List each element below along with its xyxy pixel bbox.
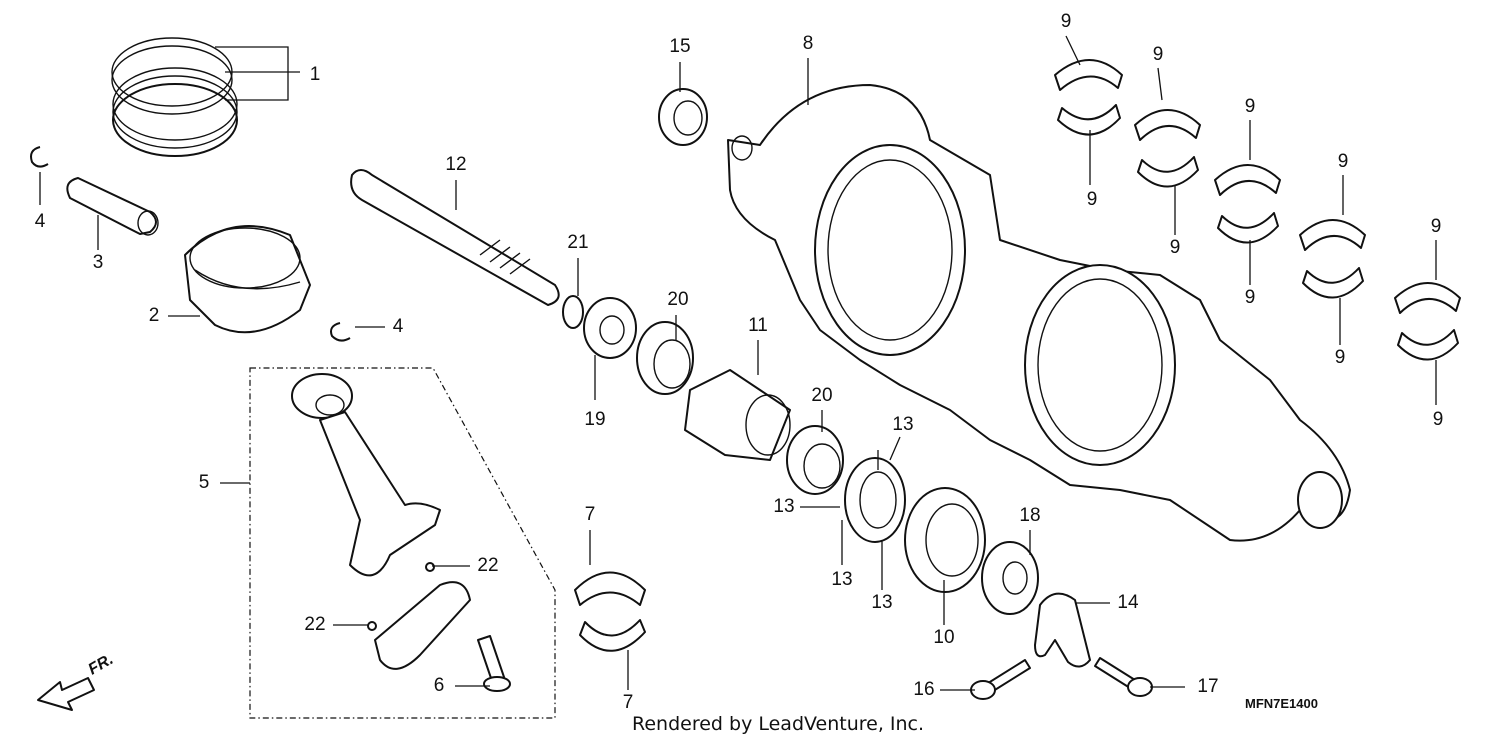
primary-shaft <box>350 169 560 306</box>
callout-9d: 9 <box>1170 237 1181 258</box>
front-direction-label: FR. <box>86 651 117 679</box>
callout-9f: 9 <box>1245 287 1256 308</box>
connecting-rod-bearings <box>574 571 646 652</box>
callout-labels: 1 2 3 4 4 5 6 7 7 8 9 9 9 9 9 9 9 9 9 9 … <box>35 11 1444 713</box>
callout-9b: 9 <box>1087 189 1098 210</box>
piston-rings <box>111 37 238 157</box>
diagram-code: MFN7E1400 <box>1245 696 1318 711</box>
sprocket-hub <box>684 369 791 461</box>
needle-bearing-upper <box>636 321 694 395</box>
needle-bearing-lower <box>786 425 844 495</box>
callout-21: 21 <box>567 232 588 253</box>
callout-9g: 9 <box>1338 151 1349 172</box>
callout-7a: 7 <box>585 504 596 525</box>
callout-9i: 9 <box>1431 216 1442 237</box>
piston-pin-clip-left <box>30 146 49 168</box>
callout-20b: 20 <box>811 385 832 406</box>
bolt-17 <box>1094 657 1153 697</box>
callout-16: 16 <box>913 679 934 700</box>
front-direction-arrow: FR. <box>37 651 117 711</box>
leader-lines <box>39 35 1437 691</box>
bearing-cage <box>844 457 906 543</box>
callout-9h: 9 <box>1335 347 1346 368</box>
thrust-washer <box>583 297 637 359</box>
callout-19: 19 <box>584 409 605 430</box>
bolt-16 <box>970 659 1031 700</box>
callout-8: 8 <box>803 33 814 54</box>
callout-13a: 13 <box>892 414 913 435</box>
callout-10: 10 <box>933 627 954 648</box>
connecting-rod-group-box <box>249 367 556 719</box>
callout-13d: 13 <box>871 592 892 613</box>
callout-11: 11 <box>748 315 768 336</box>
callout-22a: 22 <box>477 555 498 576</box>
callout-12: 12 <box>445 154 466 175</box>
callout-14: 14 <box>1117 592 1139 613</box>
callout-9a: 9 <box>1061 11 1072 32</box>
drive-gear <box>904 487 986 593</box>
snap-ring <box>562 295 584 329</box>
callout-15: 15 <box>669 36 690 57</box>
callout-13c: 13 <box>831 569 852 590</box>
piston <box>184 225 311 334</box>
callout-9j: 9 <box>1433 409 1444 430</box>
callout-7b: 7 <box>623 692 634 713</box>
callout-18: 18 <box>1019 505 1040 526</box>
crankshaft <box>727 84 1351 542</box>
callout-1: 1 <box>310 64 321 85</box>
callout-9e: 9 <box>1245 96 1256 117</box>
piston-pin-clip-right <box>330 322 351 342</box>
connecting-rod <box>291 373 471 670</box>
callout-20a: 20 <box>667 289 688 310</box>
callout-2: 2 <box>149 305 160 326</box>
oil-jet-plugs <box>367 562 435 631</box>
callout-22b: 22 <box>304 614 325 635</box>
callout-4b: 4 <box>393 316 404 337</box>
callout-4a: 4 <box>35 211 46 232</box>
callout-6: 6 <box>434 675 445 696</box>
callout-9c: 9 <box>1153 44 1164 65</box>
render-credit: Rendered by LeadVenture, Inc. <box>632 713 924 735</box>
main-bearings <box>1054 59 1461 361</box>
callout-3: 3 <box>93 252 104 273</box>
piston-pin <box>66 177 159 236</box>
washer <box>981 541 1039 615</box>
connecting-rod-bolt <box>477 635 511 692</box>
callout-5: 5 <box>199 472 210 493</box>
small-gear <box>658 88 708 146</box>
callout-17: 17 <box>1197 676 1218 697</box>
callout-13b: 13 <box>773 496 794 517</box>
tensioner-arm <box>1034 592 1091 668</box>
